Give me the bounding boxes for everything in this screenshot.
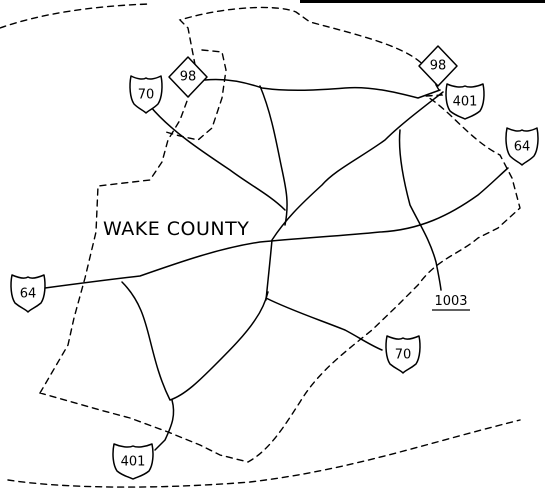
us-401-shield-south: 401: [112, 443, 154, 480]
us-shield-icon: [445, 83, 485, 120]
shield-label: 64: [514, 140, 531, 155]
nc-diamond-shield-icon: [168, 56, 208, 98]
secondary-road-1003-label: 1003: [432, 294, 470, 311]
shield-label: 70: [138, 88, 155, 103]
shield-label: 401: [121, 455, 146, 470]
us-401-shield-north: 401: [445, 83, 485, 120]
county-boundary-inner-nw: [165, 49, 227, 141]
shield-label: 98: [180, 70, 197, 85]
county-boundary: [38, 6, 521, 463]
nc-98-shield-east: 98: [418, 45, 458, 87]
road-us401-south: [154, 399, 175, 451]
us-shield-icon: [505, 127, 539, 166]
boundary-extension-southwest: [7, 419, 521, 488]
us-shield-icon: [129, 75, 163, 114]
road-us401-north-branch: [398, 129, 442, 291]
road-us401-north: [265, 91, 444, 301]
road-us401-south-loop: [121, 281, 269, 401]
road-nc98: [204, 78, 441, 99]
nc-98-shield-west: 98: [168, 56, 208, 98]
road-us70-se: [265, 297, 383, 351]
county-label: WAKE COUNTY: [103, 218, 249, 240]
road-nc98-spur: [259, 85, 288, 226]
us-70-shield-northwest: 70: [129, 75, 163, 114]
road-us70-nw: [149, 105, 286, 211]
nc-diamond-shield-icon: [418, 45, 458, 87]
us-shield-icon: [10, 274, 46, 313]
us-shield-icon: [385, 335, 421, 374]
shield-label: 401: [453, 95, 478, 110]
boundary-extension-northwest: [0, 3, 151, 29]
us-70-shield-southeast: 70: [385, 335, 421, 374]
shield-label: 70: [395, 348, 412, 363]
road-number-1003: 1003: [434, 294, 467, 309]
us-64-shield-west: 64: [10, 274, 46, 313]
us-shield-icon: [112, 443, 154, 480]
us-64-shield-east: 64: [505, 127, 539, 166]
shield-label: 64: [20, 287, 37, 302]
shield-label: 98: [430, 59, 447, 74]
road-us64: [44, 167, 509, 289]
